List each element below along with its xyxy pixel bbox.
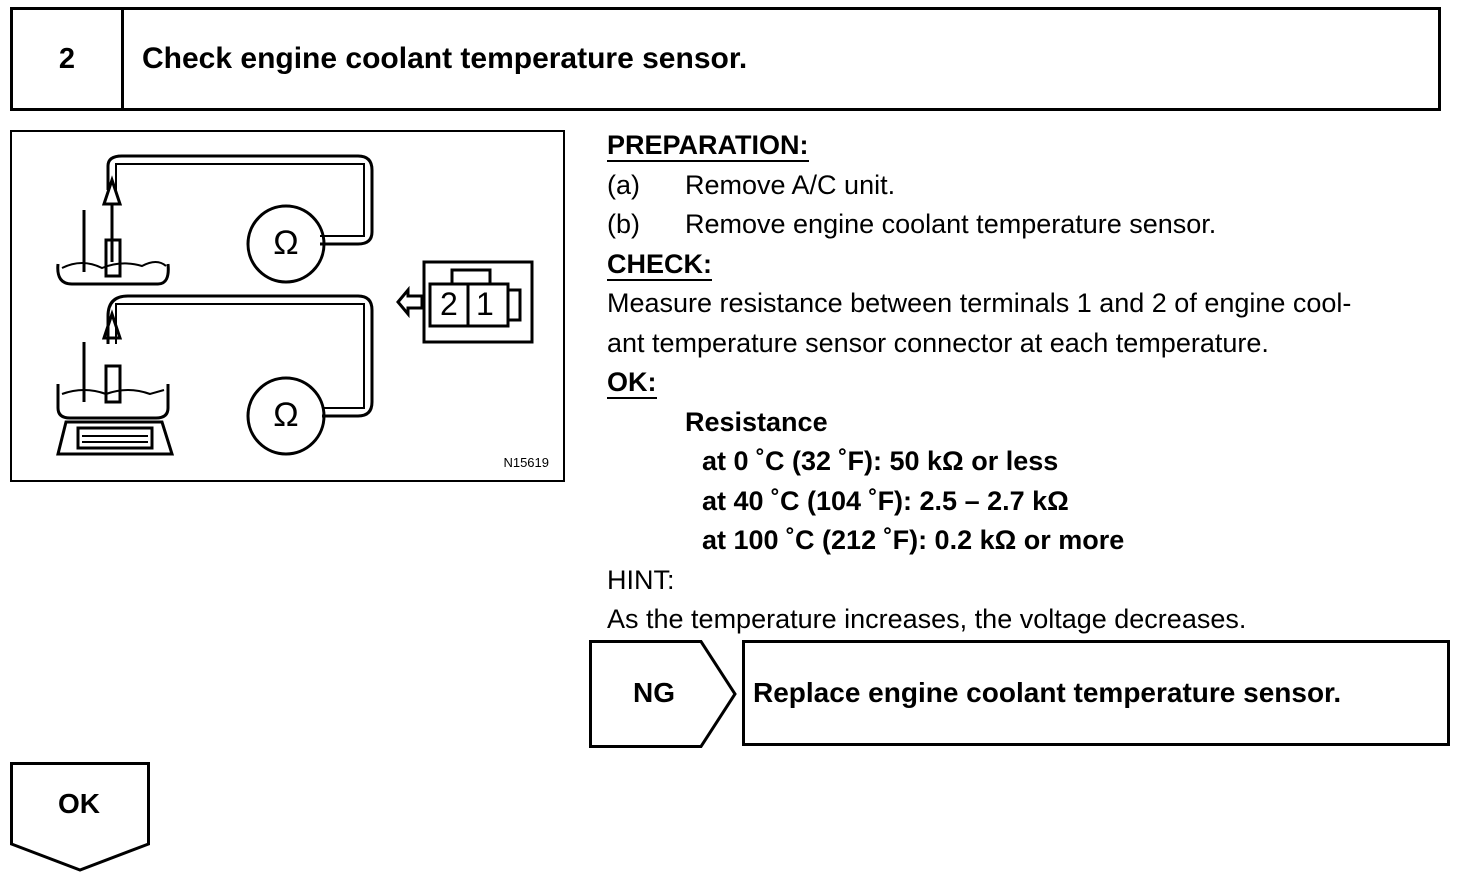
item-text: Remove engine coolant temperature sensor… bbox=[685, 209, 1217, 239]
resistance-spec-0c: at 0 ˚C (32 ˚F): 50 kΩ or less bbox=[702, 446, 1059, 476]
step-title: Check engine coolant temperature sensor. bbox=[142, 42, 748, 75]
hint-label: HINT: bbox=[607, 564, 675, 595]
ng-action-text: Replace engine coolant temperature senso… bbox=[753, 677, 1342, 708]
step-header: 2 Check engine coolant temperature senso… bbox=[10, 7, 1441, 111]
resistance-title: Resistance bbox=[685, 406, 828, 437]
ng-action-box: Replace engine coolant temperature senso… bbox=[742, 640, 1450, 746]
terminal-2-label: 2 bbox=[440, 286, 458, 322]
ok-arrow-shape bbox=[10, 762, 150, 872]
check-text-line-2: ant temperature sensor connector at each… bbox=[607, 327, 1269, 358]
item-letter: (b) bbox=[607, 209, 640, 239]
illustration-drawing bbox=[56, 154, 534, 456]
preparation-item: (a) Remove A/C unit. bbox=[607, 166, 1457, 206]
ng-arrow-shape bbox=[589, 640, 737, 748]
ohm-symbol-top: Ω bbox=[273, 224, 299, 262]
item-letter: (a) bbox=[607, 169, 640, 200]
step-number: 2 bbox=[13, 10, 124, 108]
instruction-text: PREPARATION: (a) Remove A/C unit. (b) Remo… bbox=[607, 126, 1457, 640]
terminal-1-label: 1 bbox=[476, 286, 494, 322]
ok-label: OK: bbox=[607, 367, 657, 399]
check-label: CHECK: bbox=[607, 248, 712, 281]
resistance-spec-40c: at 40 ˚C (104 ˚F): 2.5 – 2.7 kΩ bbox=[702, 485, 1069, 516]
sensor-test-illustration: Ω Ω 2 1 N15619 bbox=[10, 130, 565, 482]
ng-label: NG bbox=[633, 677, 675, 708]
preparation-label: PREPARATION: bbox=[607, 130, 809, 162]
figure-code: N15619 bbox=[503, 455, 549, 470]
resistance-spec-100c: at 100 ˚C (212 ˚F): 0.2 kΩ or more bbox=[702, 525, 1125, 555]
preparation-item: (b) Remove engine coolant temperature sen… bbox=[607, 205, 1457, 245]
check-text-line-1: Measure resistance between terminals 1 a… bbox=[607, 288, 1352, 318]
hint-text: As the temperature increases, the voltag… bbox=[607, 604, 1247, 634]
ok-branch-label: OK bbox=[58, 788, 100, 819]
item-text: Remove A/C unit. bbox=[685, 169, 896, 200]
ohm-symbol-bottom: Ω bbox=[273, 396, 299, 434]
